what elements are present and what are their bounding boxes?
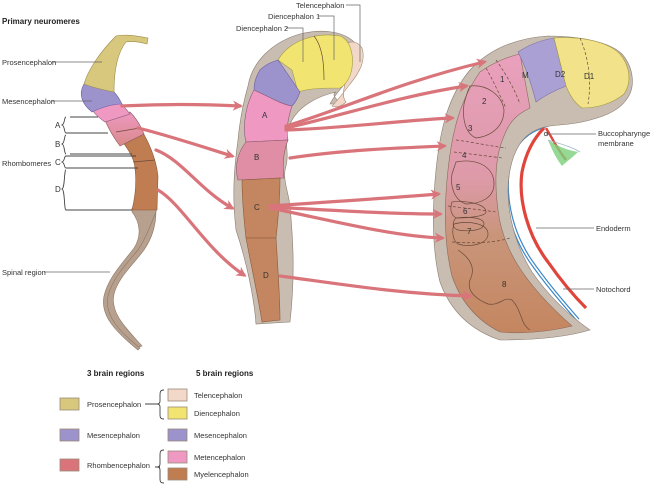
right-letter-d1: D1 xyxy=(584,72,595,81)
d1-d2-boundary xyxy=(579,37,590,105)
legend-swatch-telencephalon xyxy=(167,388,188,402)
left-myelencephalon-shape xyxy=(115,127,159,211)
label-rhombomeres: Rhombomeres xyxy=(2,159,51,168)
label-notochord: Notochord xyxy=(596,285,631,294)
arrow-middle-a-to-right-1 xyxy=(284,58,487,128)
mapping-arrows xyxy=(120,58,487,301)
arrow-middle-c-to-right-7 xyxy=(268,206,446,243)
left-prosencephalon-shape xyxy=(83,34,149,93)
arrow-middle-a-to-right-3 xyxy=(284,113,456,132)
middle-letter-c: C xyxy=(254,203,260,212)
label-buccopharyngeal-line1: Buccopharyngeal xyxy=(598,129,650,138)
legend: 3 brain regions 5 brain regions Prosence… xyxy=(59,369,254,484)
legend-swatch-metencephalon xyxy=(167,450,188,464)
right-rhombencephalon-shape xyxy=(445,53,573,334)
left-figure: Primary neuromeres Prosencephalon Mesenc… xyxy=(2,17,159,351)
legend-swatch-myelencephalon xyxy=(167,467,188,481)
label-telencephalon: Telencephalon xyxy=(296,1,344,10)
right-number-6: 6 xyxy=(463,207,468,216)
arrow-middle-b-to-right-4 xyxy=(288,141,448,160)
rhombomere-letter-d: D xyxy=(55,185,61,194)
right-number-5: 5 xyxy=(456,183,461,192)
middle-figure: A B C D Telencephalon Diencephalon 1 Die… xyxy=(233,1,364,325)
rhombomere-brackets: A B C D xyxy=(55,116,138,211)
label-diencephalon-2: Diencephalon 2 xyxy=(236,24,288,33)
rhombomere-6-outline xyxy=(452,216,485,232)
legend-label-mesencephalon-5: Mesencephalon xyxy=(194,431,247,440)
left-rhombomere-b-shape xyxy=(104,111,145,147)
middle-letter-d: D xyxy=(263,271,269,280)
rhombomere-letter-a: A xyxy=(55,121,61,130)
label-buccopharyngeal-line2: membrane xyxy=(598,139,634,148)
legend-label-myelencephalon: Myelencephalon xyxy=(194,470,249,479)
legend-label-telencephalon: Telencephalon xyxy=(194,391,242,400)
label-diencephalon-1: Diencephalon 1 xyxy=(268,12,320,21)
legend-label-prosencephalon: Prosencephalon xyxy=(87,400,141,409)
right-number-3: 3 xyxy=(468,124,473,133)
right-number-7: 7 xyxy=(467,227,472,236)
label-spinal-region: Spinal region xyxy=(2,268,46,277)
label-endoderm: Endoderm xyxy=(596,224,631,233)
legend-bracket-rhombencephalon xyxy=(155,449,165,484)
arrow-left-d-to-middle-d xyxy=(156,188,247,277)
right-letter-m: M xyxy=(522,71,529,80)
legend-swatch-mesencephalon-3 xyxy=(59,428,80,442)
diencephalon-2-leader xyxy=(286,27,304,62)
legend-label-rhombencephalon: Rhombencephalon xyxy=(87,461,150,470)
arrow-middle-c-to-right-5 xyxy=(268,189,442,208)
right-number-2: 2 xyxy=(482,97,487,106)
pharynx-membrane-line xyxy=(547,139,581,153)
legend-swatch-mesencephalon-5 xyxy=(167,428,188,442)
arrow-middle-c-to-right-6 xyxy=(268,205,444,220)
legend-three-regions-title: 3 brain regions xyxy=(87,369,145,378)
legend-five-regions-title: 5 brain regions xyxy=(196,369,254,378)
legend-label-mesencephalon-3: Mesencephalon xyxy=(87,431,140,440)
legend-label-metencephalon: Metencephalon xyxy=(194,453,245,462)
right-number-1: 1 xyxy=(500,75,505,84)
right-number-4: 4 xyxy=(462,151,467,160)
telencephalon-leader xyxy=(346,4,361,62)
rhombomere-letter-c: C xyxy=(55,158,61,167)
middle-segment-d-shape xyxy=(245,237,281,323)
legend-swatch-prosencephalon xyxy=(59,397,80,411)
right-letter-d2: D2 xyxy=(555,70,566,79)
arrow-left-a-to-middle-a xyxy=(120,100,244,111)
right-figure: 1 2 3 4 5 6 7 8 M D2 D1 Buccopharyngeal … xyxy=(433,35,650,341)
notochord-shape xyxy=(519,126,588,310)
right-number-8: 8 xyxy=(502,280,507,289)
seg-boundary-1 xyxy=(485,67,507,109)
seg-boundary-1b xyxy=(495,59,521,105)
arrow-left-b-to-middle-b xyxy=(136,126,235,159)
rhombomere-8-wavy-line xyxy=(457,249,531,331)
legend-swatch-rhombencephalon xyxy=(59,458,80,472)
arrow-middle-d-to-right-8 xyxy=(278,274,474,301)
middle-letter-a: A xyxy=(262,111,268,120)
rhombomere-2-outline xyxy=(463,85,505,139)
left-figure-title: Primary neuromeres xyxy=(2,17,80,26)
diencephalon-divider xyxy=(313,35,325,81)
legend-swatch-diencephalon xyxy=(167,406,188,420)
right-mesencephalon-shape xyxy=(517,37,567,103)
legend-label-diencephalon: Diencephalon xyxy=(194,409,240,418)
arrow-left-c-to-middle-c xyxy=(154,148,235,210)
rhombomere-7-outline xyxy=(452,222,489,246)
diencephalon-1-leader xyxy=(318,15,335,60)
label-prosencephalon: Prosencephalon xyxy=(2,58,56,67)
seg-boundary-3a xyxy=(455,139,507,149)
middle-segment-b-shape xyxy=(236,139,289,181)
rhombomere-letter-b: B xyxy=(55,140,60,149)
legend-bracket-prosencephalon xyxy=(145,389,165,420)
buccopharyngeal-membrane-marker xyxy=(543,131,549,137)
spinal-cord-shape xyxy=(103,207,157,351)
right-diencephalon-shape xyxy=(553,37,630,109)
label-mesencephalon: Mesencephalon xyxy=(2,97,55,106)
rhombomere-4-outline xyxy=(451,160,495,205)
seg-boundary-8 xyxy=(451,237,511,244)
pharynx-patch xyxy=(548,140,578,166)
middle-letter-b: B xyxy=(254,153,259,162)
arrow-middle-a-to-right-2 xyxy=(284,82,470,130)
rhombomere-5-outline xyxy=(450,201,487,219)
